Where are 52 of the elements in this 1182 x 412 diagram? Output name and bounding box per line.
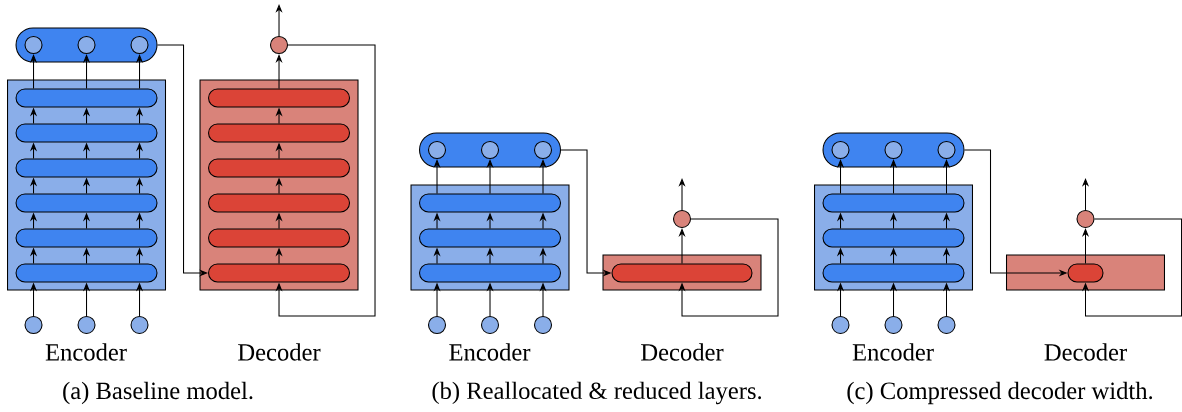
layer-bar <box>208 263 351 283</box>
circle <box>24 315 43 334</box>
layer-bar <box>208 123 351 143</box>
circle <box>481 315 500 334</box>
block-label: Decoder <box>1044 343 1127 361</box>
circle <box>130 315 149 334</box>
circle <box>534 140 553 159</box>
caption: (b) Reallocated & reduced layers. <box>432 381 762 405</box>
layer-bar <box>15 158 158 178</box>
circle <box>24 35 43 55</box>
circle <box>130 35 149 55</box>
circle <box>77 35 96 55</box>
layer-bar <box>15 88 158 108</box>
layer-bar <box>15 263 158 283</box>
circle <box>884 315 903 334</box>
circle <box>884 140 903 159</box>
block-label: Encoder <box>45 343 127 361</box>
block-label: Encoder <box>449 343 531 361</box>
circle <box>428 315 447 334</box>
layer-bar <box>419 193 562 213</box>
block-label: Decoder <box>238 343 321 361</box>
layer-bar <box>611 263 753 283</box>
layer-bar <box>419 263 562 283</box>
output-circle <box>1076 209 1095 228</box>
circle <box>77 315 96 334</box>
feedback-arrow <box>678 218 779 317</box>
layer-bar <box>208 158 351 178</box>
layer-bar <box>208 228 351 248</box>
circle <box>937 140 956 159</box>
output-circle <box>270 35 289 55</box>
caption: (c) Compressed decoder width. <box>847 381 1153 405</box>
layer-bar <box>822 263 965 283</box>
layer-bar <box>208 193 351 213</box>
circle <box>831 140 850 159</box>
layer-bar <box>15 228 158 248</box>
layer-bar <box>15 123 158 143</box>
layer-bar <box>822 193 965 213</box>
circle <box>831 315 850 334</box>
layer-bar <box>419 228 562 248</box>
caption: (a) Baseline model. <box>63 381 253 405</box>
output-circle <box>673 209 692 228</box>
layer-bar <box>208 88 351 108</box>
circle <box>428 140 447 159</box>
circle <box>534 315 553 334</box>
circle <box>937 315 956 334</box>
layer-bar <box>15 193 158 213</box>
block-label: Encoder <box>852 343 934 361</box>
feedback-arrow <box>275 44 376 317</box>
layer-bar <box>822 228 965 248</box>
feedback-arrow <box>1081 218 1182 317</box>
block-label: Decoder <box>641 343 724 361</box>
circle <box>481 140 500 159</box>
